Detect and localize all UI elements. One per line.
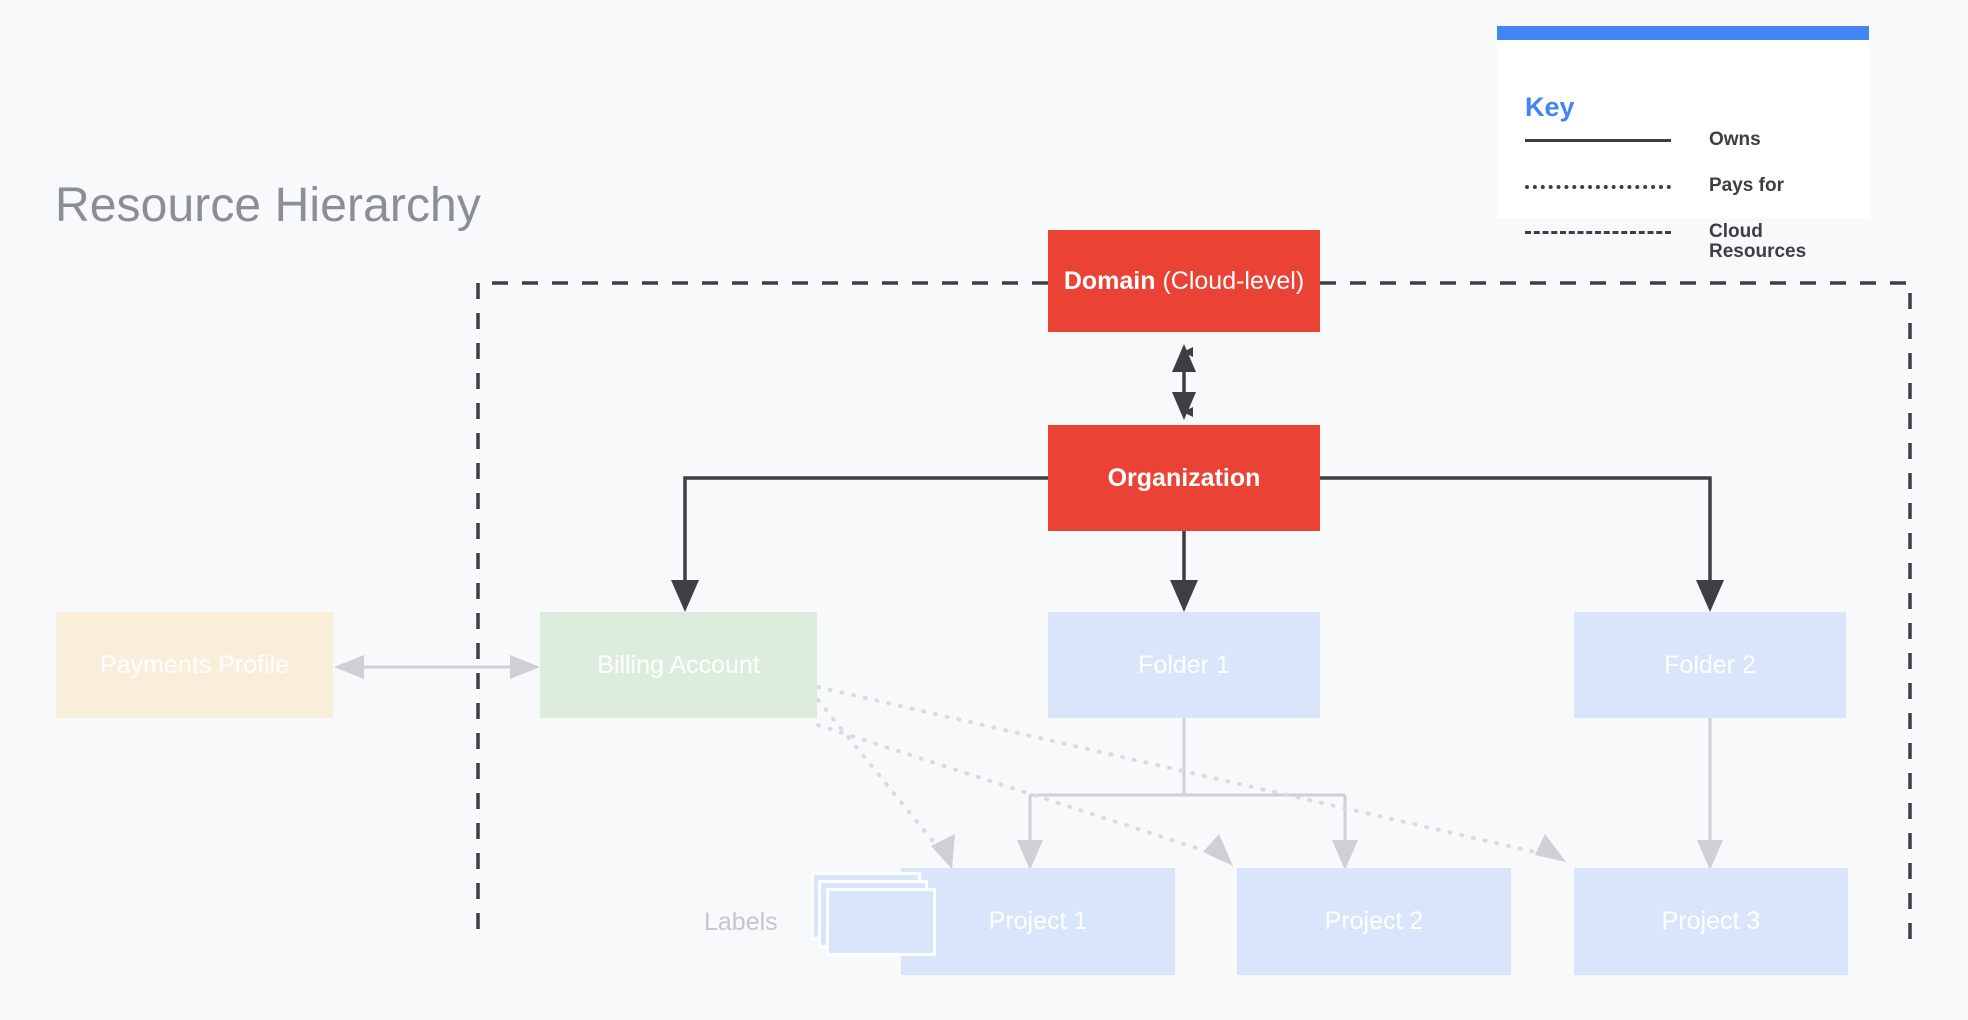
node-domain-label-bold: Domain [1063, 266, 1156, 295]
key-label-pays-for: Pays for [1709, 175, 1784, 196]
edge-folder-2-project-3-head [1697, 840, 1723, 870]
key-panel: Key Owns Pays for Cloud Resources [1497, 26, 1869, 262]
labels-caption: Labels [704, 908, 778, 936]
edge-domain-organization-head-down [1172, 392, 1196, 420]
solid-line-icon [1525, 130, 1671, 150]
edge-billing-account-project-2 [816, 723, 1220, 857]
node-project-3[interactable]: Project 3 [1574, 868, 1848, 975]
edge-payments-profile-head-right [510, 655, 540, 679]
edge-organization-folder-2 [1320, 476, 1712, 597]
edge-organization-folder-2-head [1696, 580, 1724, 612]
edge-organization-billing-account [683, 476, 1048, 597]
key-label-cloud-resources: Cloud Resources [1709, 221, 1807, 263]
node-organization[interactable]: Organization [1048, 425, 1320, 531]
edge-billing-account-project-2-head [1203, 834, 1233, 866]
node-project-2-label: Project 2 [1324, 907, 1424, 935]
node-domain-label: Domain (Cloud-level) [1064, 267, 1304, 296]
node-payments-profile-label: Payments Profile [100, 650, 289, 679]
dotted-line-icon [1525, 176, 1671, 196]
node-billing-account-label: Billing Account [597, 650, 760, 679]
node-billing-account[interactable]: Billing Account [540, 612, 817, 718]
node-folder-1[interactable]: Folder 1 [1048, 612, 1320, 718]
edge-billing-account-project-3-head [1535, 834, 1566, 862]
edge-folder-1-project-2-head [1332, 840, 1358, 870]
node-folder-2-label: Folder 2 [1664, 650, 1756, 679]
edge-folder-1-bracket [1028, 718, 1347, 855]
edge-folder-1-project-1-head [1017, 840, 1043, 870]
key-row-pays-for: Pays for [1525, 175, 1855, 202]
edge-organization-billing-account-head [671, 580, 699, 612]
key-row-owns: Owns [1525, 129, 1855, 156]
edge-billing-account-project-1-head [931, 834, 955, 869]
node-domain[interactable]: Domain (Cloud-level) [1048, 230, 1320, 332]
dashed-line-icon [1525, 222, 1671, 242]
cloud-resources-boundary [476, 281, 1048, 942]
edge-billing-account-project-3 [816, 685, 1550, 857]
edge-billing-account-project-1 [816, 698, 946, 857]
cloud-resources-boundary-right [1320, 281, 1912, 942]
label-card-front [826, 888, 936, 956]
node-organization-label: Organization [1107, 463, 1261, 492]
node-folder-2[interactable]: Folder 2 [1574, 612, 1846, 718]
node-project-2[interactable]: Project 2 [1237, 868, 1511, 975]
node-folder-1-label: Folder 1 [1138, 650, 1230, 679]
edge-domain-organization-head-up [1172, 344, 1196, 372]
key-accent-bar [1497, 26, 1869, 40]
key-title: Key [1525, 92, 1575, 122]
edge-payments-profile-head-left [334, 655, 364, 679]
key-rows: Owns Pays for Cloud Resources [1525, 129, 1855, 262]
node-domain-label-regular: (Cloud-level) [1162, 266, 1305, 295]
node-project-3-label: Project 3 [1661, 907, 1761, 935]
key-label-owns: Owns [1709, 129, 1761, 150]
node-project-1[interactable]: Project 1 [901, 868, 1175, 975]
edge-organization-folder-1-head [1170, 580, 1198, 612]
node-payments-profile[interactable]: Payments Profile [56, 612, 333, 718]
key-row-cloud-resources: Cloud Resources [1525, 221, 1855, 262]
node-project-1-label: Project 1 [988, 907, 1088, 935]
page-title: Resource Hierarchy [55, 179, 481, 232]
